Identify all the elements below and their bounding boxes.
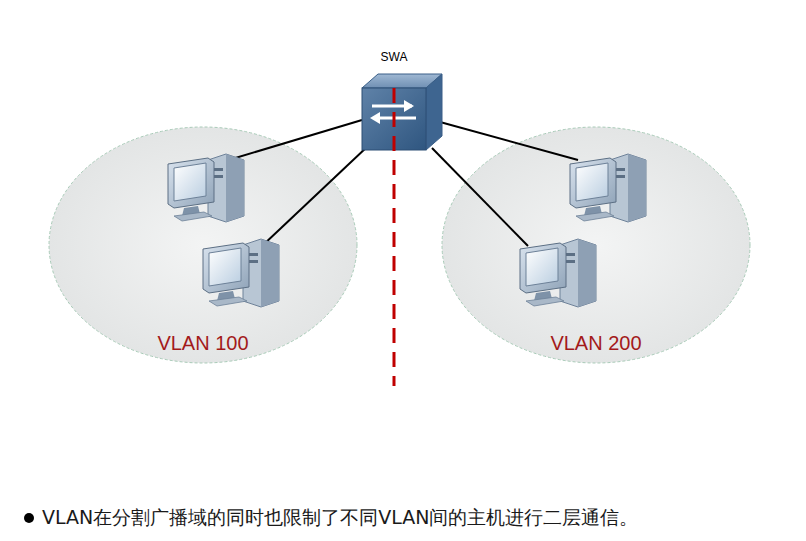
bullet-note: VLAN在分割广播域的同时也限制了不同VLAN间的主机进行二层通信。: [42, 505, 638, 531]
device-name: SWA: [381, 50, 408, 64]
vlan-label: VLAN 200: [550, 332, 641, 355]
vlan-label: VLAN 100: [157, 332, 248, 355]
